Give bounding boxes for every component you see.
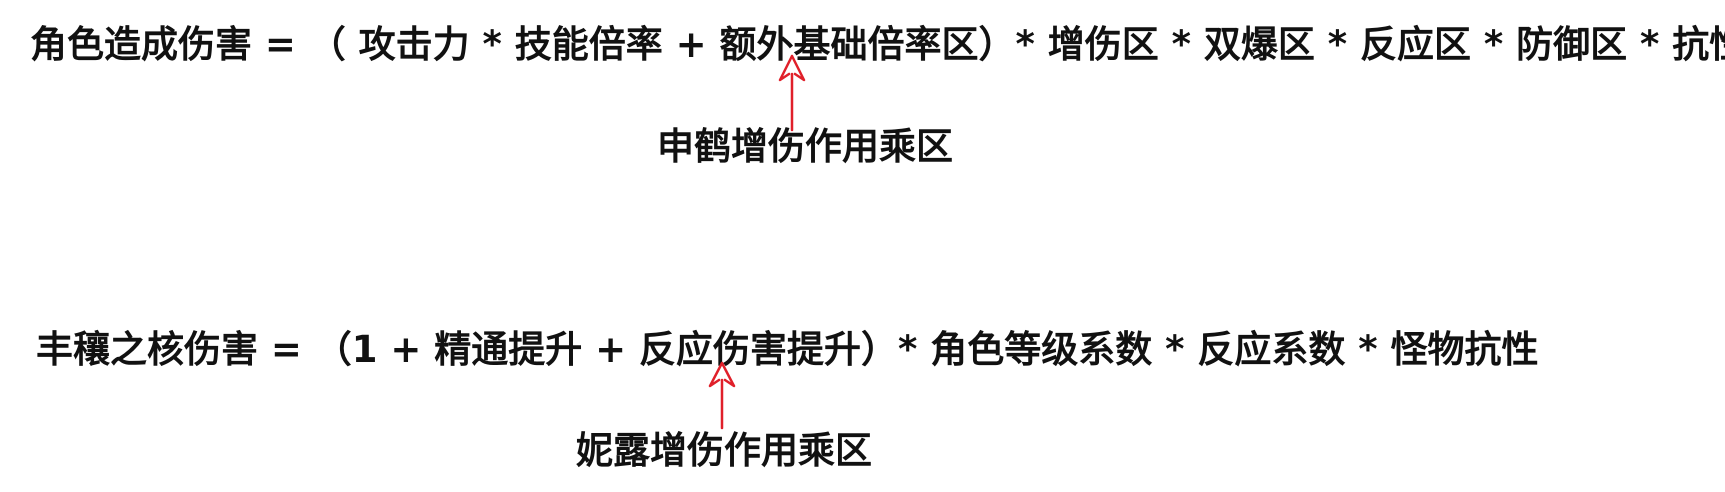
arrow-up-icon <box>778 54 806 132</box>
annotation-nilou: 妮露增伤作用乘区 <box>576 429 872 472</box>
arrow-up-icon <box>708 361 736 430</box>
damage-formula-character: 角色造成伤害 = （ 攻击力 * 技能倍率 + 额外基础倍率区）* 增伤区 * … <box>30 23 1725 66</box>
annotation-shenhe: 申鹤增伤作用乘区 <box>657 125 953 168</box>
damage-formula-bloom-core: 丰穰之核伤害 = （1 + 精通提升 + 反应伤害提升）* 角色等级系数 * 反… <box>36 328 1539 371</box>
